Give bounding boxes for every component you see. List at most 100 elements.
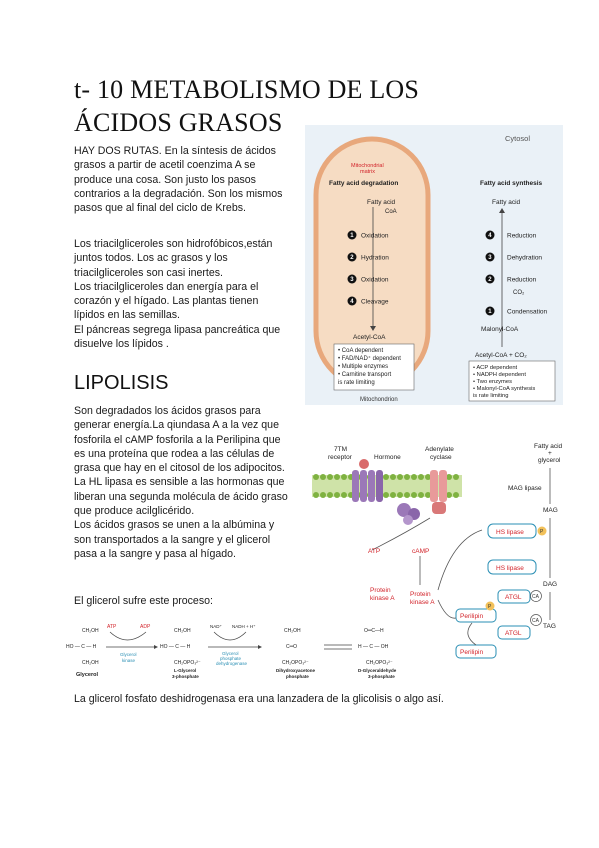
lipid-head	[453, 474, 459, 480]
mitochondrion-label: Mitochondrion	[360, 397, 398, 403]
lipid-head	[327, 492, 333, 498]
degradation-note: • Multiple enzymes	[338, 364, 388, 370]
fa-glycerol-3: glycerol	[538, 457, 561, 464]
atgl-box-2	[497, 625, 531, 640]
synthesis-notes-box	[468, 360, 556, 402]
lipid-head	[313, 492, 319, 498]
synthesis-note: • ACP dependent	[473, 365, 518, 371]
lipolisis-heading: LIPOLISIS	[74, 372, 169, 394]
pka-label-2: kinase A	[370, 595, 395, 602]
kinase-arrowhead	[154, 645, 158, 649]
phosphate-p-2: P	[488, 604, 492, 610]
lipid-head	[334, 474, 340, 480]
degradation-step-number: 3	[350, 277, 354, 283]
ca-badge-1	[530, 590, 542, 602]
lipid-head	[411, 492, 417, 498]
lipid-head	[334, 492, 340, 498]
dhap-phosphate: CH₂OPO₃²⁻	[282, 660, 309, 666]
gap-aldehyde: O═C—H	[364, 628, 384, 634]
title-line-1: t- 10 METABOLISMO DE LOS	[74, 75, 420, 104]
receptor-protein	[352, 470, 383, 502]
degradation-note: is rate limiting	[338, 380, 375, 386]
page-title: t- 10 METABOLISMO DE LOS ÁCIDOS GRASOS	[74, 73, 419, 139]
lipid-head	[404, 492, 410, 498]
ca-label-2: CA	[532, 618, 540, 624]
degradation-notes: • CoA dependent• FAD/NAD⁺ dependent• Mul…	[338, 348, 401, 386]
synthesis-notes: • ACP dependent• NADPH dependent• Two en…	[473, 365, 535, 399]
synthesis-step-number: 3	[488, 255, 492, 261]
adenylate-label: Adenylate	[425, 446, 454, 453]
perilipin-box-1	[455, 608, 497, 623]
glycerol-ch2oh-top: CH₂OH	[82, 628, 99, 634]
pka-label-1: Protein	[370, 587, 391, 594]
mag-label: MAG	[543, 507, 558, 514]
kinase-label-1: Glycerol	[120, 652, 137, 657]
synthesis-step-number: 1	[488, 309, 492, 315]
intro-paragraph-2: Los triacilgliceroles son hidrofóbicos,e…	[74, 238, 281, 351]
synthesis-step-badge	[485, 306, 495, 316]
degradation-step-label: Hydration	[361, 255, 389, 262]
syn-co2: CO₂	[513, 290, 525, 296]
g3p-middle: HO — C — H	[160, 644, 191, 650]
adp-label: ADP	[140, 624, 151, 630]
lipid-head	[404, 474, 410, 480]
synthesis-step-label: Condensation	[507, 309, 547, 316]
lipid-head	[418, 474, 424, 480]
synthesis-arrowhead	[499, 208, 505, 213]
degradation-step-badge	[347, 230, 357, 240]
lipid-head	[383, 492, 389, 498]
phosphate-badge-1	[537, 526, 547, 536]
dehydrogenase-curve	[213, 631, 247, 641]
hs-lipase-box-1	[487, 523, 537, 539]
matrix-label-1: Mitochondrial	[351, 163, 384, 169]
fa-glycerol-1: Fatty acid	[534, 443, 563, 450]
dhap-name-1: Dihydroxyacetone	[276, 668, 316, 673]
cyclase-label: cyclase	[430, 454, 452, 461]
synthesis-step-badge	[485, 252, 495, 262]
lipid-head	[320, 474, 326, 480]
matrix-label-2: matrix	[360, 169, 375, 175]
degradation-notes-box	[333, 343, 415, 391]
lipid-head	[418, 492, 424, 498]
degradation-note: • CoA dependent	[338, 348, 383, 354]
tag-label: TAG	[543, 623, 556, 630]
lipid-head	[397, 474, 403, 480]
hormone-label: Hormone	[374, 454, 401, 461]
pka2-label-1: Protein	[410, 591, 431, 598]
lipid-head	[390, 474, 396, 480]
phosphate-p-1: P	[540, 529, 544, 535]
glycerol-intro: El glicerol sufre este proceso:	[74, 595, 213, 607]
synthesis-step-number: 2	[488, 277, 492, 283]
synthesis-step-badge	[485, 230, 495, 240]
synthesis-step-label: Dehydration	[507, 255, 542, 262]
degradation-note: • Carnitine transport	[338, 372, 391, 378]
glycerol-ch2oh-bottom: CH₂OH	[82, 660, 99, 666]
hs-lipase-box-2	[487, 559, 537, 575]
g3p-name-1: L-Glycerol	[174, 668, 196, 673]
pka2-label-2: kinase A	[410, 599, 435, 606]
atgl-box-1	[497, 589, 531, 604]
lipid-head	[383, 474, 389, 480]
atgl-label-2: ATGL	[505, 630, 522, 637]
perilipin-label-2: Perilipin	[460, 649, 484, 656]
lipid-head	[397, 492, 403, 498]
receptor-label-2: receptor	[328, 454, 353, 461]
pka-to-perilipin-arrow	[437, 599, 457, 619]
synthesis-step-label: Reduction	[507, 233, 537, 240]
ca-label-1: CA	[532, 594, 540, 600]
hormone-ligand	[359, 459, 369, 469]
lipolisis-paragraph: Son degradados los ácidos grasos para ge…	[74, 405, 288, 560]
lipid-head	[390, 492, 396, 498]
receptor-label-1: 7TM	[334, 446, 347, 453]
mitochondrion-pathway-figure: Cytosol Mitochondrial matrix Fatty acid …	[305, 125, 563, 405]
atp-arrow	[371, 517, 431, 551]
kinase-curve	[109, 631, 147, 641]
synthesis-note: • Malonyl-CoA synthesis	[473, 386, 535, 392]
gap-name-1: D-Glyceraldehyde	[358, 668, 397, 673]
lipid-head	[411, 474, 417, 480]
dhap-ch2oh: CH₂OH	[284, 628, 301, 634]
lipid-head	[425, 474, 431, 480]
degradation-arrowhead	[370, 326, 376, 331]
dehydro-label-3: dehydrogenase	[216, 661, 248, 666]
